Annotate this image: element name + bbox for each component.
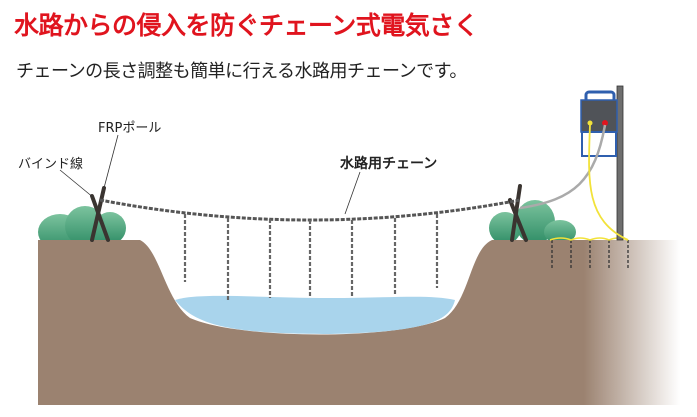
energizer-unit <box>580 90 618 157</box>
ground-wire <box>549 237 629 241</box>
earth-lead-wire <box>588 124 629 241</box>
pole-label: FRPポール <box>98 121 161 136</box>
page-subtitle: チェーンの長さ調整も簡単に行える水路用チェーンです。 <box>16 61 467 82</box>
ground <box>38 240 680 405</box>
fence-lead-wire <box>519 124 607 210</box>
chain-label: 水路用チェーン <box>340 155 437 172</box>
page-title: 水路からの侵入を防ぐチェーン式電気さく <box>14 11 479 40</box>
water <box>175 295 455 334</box>
bind-wire-label: バインド線 <box>18 156 83 172</box>
energizer-post <box>616 85 624 241</box>
pole-callout-line <box>103 134 119 189</box>
frp-pole-right <box>508 184 528 242</box>
frp-pole-left <box>90 186 110 242</box>
main-chain <box>99 198 521 222</box>
hanging-chains <box>183 214 439 300</box>
chain-callout-line <box>344 171 361 215</box>
bind-wire-callout-line <box>59 169 95 199</box>
